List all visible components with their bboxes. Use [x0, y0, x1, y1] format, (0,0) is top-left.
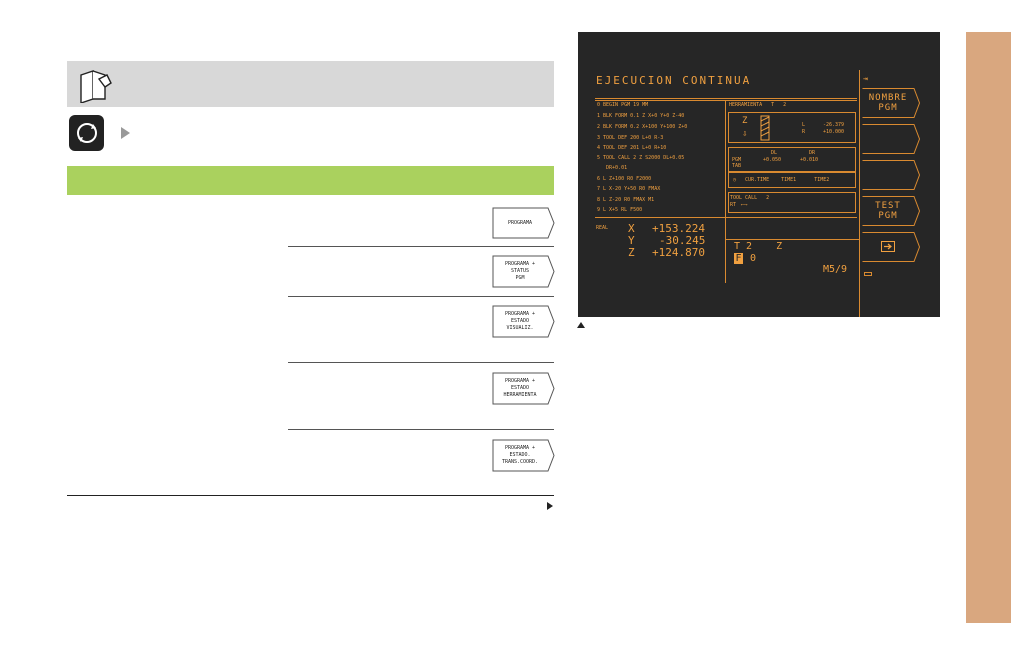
caption-arrow-icon	[577, 322, 585, 328]
cnc-screen: EJECUCION CONTINUA 0 BEGIN PGM 19 MM 1 B…	[578, 32, 940, 317]
softkey-programa-estado-herramienta[interactable]: PROGRAMA + ESTADO HERRAMIENTA	[492, 372, 556, 405]
time-box: ◷ CUR.TIME TIME1 TIME2	[728, 172, 856, 188]
softkey-programa-estado-visualiz[interactable]: PROGRAMA + ESTADO VISUALIZ.	[492, 305, 556, 338]
softkey-label: ESTADO.	[509, 452, 531, 458]
tool-offset-box: DL DR PGM TAB +0.050 +0.010	[728, 147, 856, 172]
program-line: 6 L Z+100 R0 F2000	[597, 176, 652, 182]
dl-label: DL	[771, 150, 778, 156]
softkey-empty[interactable]	[862, 160, 921, 190]
program-line: DR+0.01	[597, 165, 628, 171]
row-divider	[288, 246, 554, 247]
axis-value: +124.870	[652, 246, 705, 259]
divider	[725, 100, 726, 283]
row-divider	[288, 296, 554, 297]
softkey-empty[interactable]	[862, 124, 921, 154]
tool-l-label: L	[802, 122, 806, 128]
tool-axis-label: Z	[742, 116, 748, 126]
time-row: CUR.TIME TIME1 TIME2	[745, 177, 830, 183]
table-header-bar	[67, 166, 554, 195]
softkey-label: PROGRAMA +	[504, 311, 536, 317]
axis-value: -30.245	[659, 234, 706, 247]
softkey-label: HERRAMIENTA	[503, 392, 537, 398]
softkey-next-bar[interactable]	[862, 232, 921, 262]
dl-value: +0.050	[763, 157, 782, 163]
softkey-label: PROGRAMA +	[504, 445, 536, 451]
softkey-programa-estado-trans-coord[interactable]: PROGRAMA + ESTADO. TRANS.COORD.	[492, 439, 556, 472]
manual-book-icon	[80, 70, 112, 103]
arrow-right-icon	[121, 127, 130, 139]
continue-arrow-icon	[547, 502, 553, 510]
milling-tool-icon	[760, 115, 770, 141]
program-line: 4 TOOL DEF 201 L+0 R+10	[597, 145, 667, 151]
softkey-label: PGM	[878, 103, 898, 113]
divider	[595, 217, 726, 218]
softkey-label: PGM	[515, 275, 525, 281]
tool-call-box: TOOL CALL 2 RT ⟵⟶	[728, 192, 856, 213]
dr-value: +0.010	[800, 157, 819, 163]
dr-label: DR	[809, 150, 816, 156]
softkey-label: TEST	[875, 201, 901, 211]
axis-value: +153.224	[652, 222, 705, 235]
status-tool: T 2 Z	[734, 241, 783, 252]
divider	[595, 98, 857, 99]
screen-title: EJECUCION CONTINUA	[596, 74, 752, 87]
login-icon: ⇥	[863, 74, 868, 83]
program-line: 8 L Z-20 R0 FMAX M1	[597, 197, 655, 203]
arrow-right-icon	[881, 241, 895, 252]
feed-indicator: F	[734, 253, 743, 264]
program-line: 1 BLK FORM 0.1 Z X+0 Y+0 Z-40	[597, 113, 685, 119]
softkey-nombre-pgm[interactable]: NOMBRE PGM	[862, 88, 921, 118]
tool-r-label: R	[802, 129, 806, 135]
program-line: 5 TOOL CALL 2 Z S2000 DL+0.05	[597, 155, 685, 161]
softkey-label: NOMBRE	[868, 93, 908, 103]
softkey-label: STATUS	[510, 268, 530, 274]
softkey-test-pgm[interactable]: TEST PGM	[862, 196, 921, 226]
row-divider	[288, 362, 554, 363]
rt-label: RT	[730, 202, 737, 208]
axis-name: X	[628, 222, 635, 235]
pgm-label: PGM	[732, 157, 742, 163]
softkey-label: PROGRAMA +	[504, 378, 536, 384]
tool-header: HERRAMIENTA T 2	[729, 102, 787, 108]
softkey-label: VISUALIZ.	[506, 325, 534, 331]
chapter-side-tab	[966, 32, 1011, 623]
softkey-programa-status-pgm[interactable]: PROGRAMA + STATUS PGM	[492, 255, 556, 288]
axis-name: Z	[628, 246, 635, 259]
program-line: 2 BLK FORM 0.2 X+100 Y+100 Z+0	[597, 124, 688, 130]
program-line: 9 L X+5 RL F500	[597, 207, 643, 213]
battery-icon	[864, 272, 872, 276]
program-line: 3 TOOL DEF 200 L+0 R-3	[597, 135, 664, 141]
arrow-down-icon: ⇩	[742, 129, 748, 139]
divider	[725, 217, 857, 218]
divider	[725, 239, 859, 240]
spindle-status: M5/9	[823, 264, 848, 275]
row-divider	[288, 429, 554, 430]
manual-header-bar	[67, 61, 554, 107]
softkey-label: ESTADO	[510, 318, 530, 324]
softkey-label: TRANS.COORD.	[501, 459, 539, 465]
program-line: 7 L X-20 Y+50 R0 FMAX	[597, 186, 661, 192]
divider	[595, 100, 857, 101]
softkey-label: ESTADO	[510, 385, 530, 391]
table-bottom-rule	[67, 495, 554, 496]
tab-label: TAB	[732, 163, 742, 169]
softkey-programa[interactable]: PROGRAMA	[492, 207, 556, 239]
tool-r-value: +10.000	[823, 129, 845, 135]
cycle-arrows-icon	[77, 123, 97, 143]
double-arrow-icon: ⟵⟶	[741, 202, 748, 208]
softkey-label: PROGRAMA	[507, 219, 533, 226]
program-line: 0 BEGIN PGM 19 MM	[597, 102, 649, 108]
tool-l-value: -26.379	[823, 122, 845, 128]
softkey-label: PROGRAMA +	[504, 261, 536, 267]
tool-call-label: TOOL CALL 2	[730, 195, 770, 201]
feed-value: 0	[750, 253, 757, 264]
divider	[859, 70, 860, 317]
axis-name: Y	[628, 234, 635, 247]
softkey-label: PGM	[878, 211, 898, 221]
tool-geometry-box: Z ⇩ L R -26.379 +10.000	[728, 112, 856, 143]
clock-icon: ◷	[733, 177, 737, 183]
program-run-mode-key[interactable]	[69, 115, 104, 151]
real-label: REAL	[596, 225, 609, 231]
